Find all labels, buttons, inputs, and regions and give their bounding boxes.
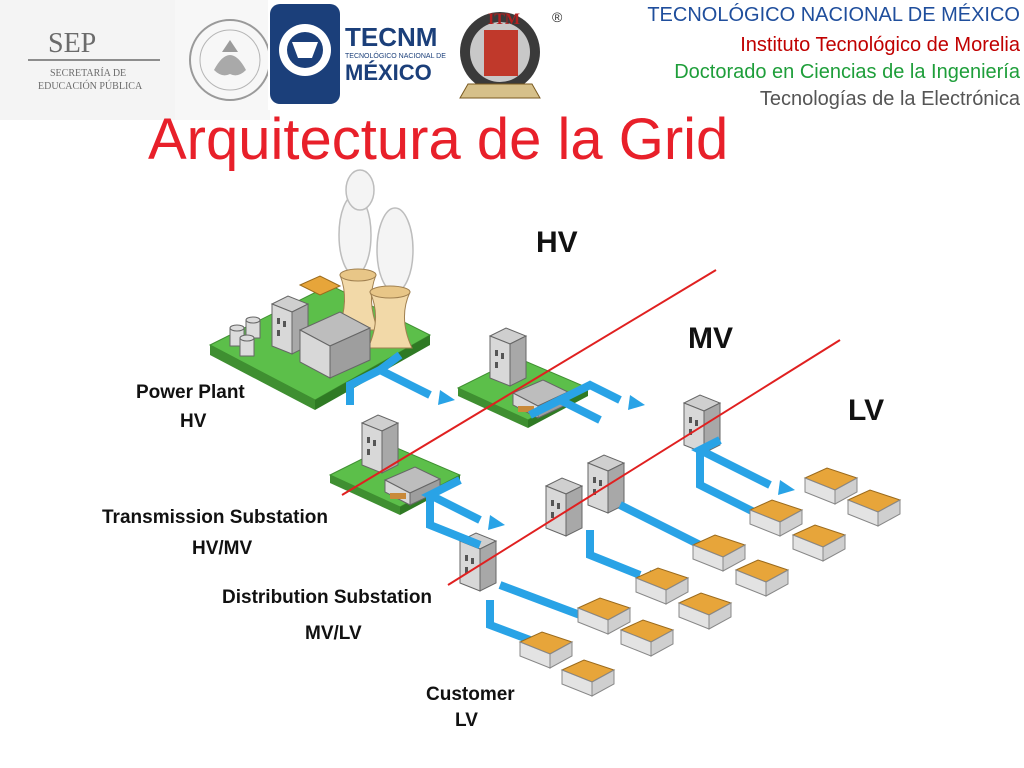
stage-transmission-voltage: HV/MV	[192, 538, 253, 559]
sep-logo-subtext-1: SECRETARÍA DE	[50, 67, 126, 79]
power-plant-illustration	[208, 169, 432, 410]
campus-name: Instituto Tecnológico de Morelia	[740, 34, 1020, 56]
voltage-zone-hv: HV	[536, 226, 578, 259]
mv-lv-boundary-line	[447, 339, 841, 586]
smoke-clouds	[338, 169, 414, 293]
header-logos: SEP SECRETARÍA DE EDUCACIÓN PÚBLICA TECN…	[0, 0, 563, 120]
registered-mark: ®	[552, 9, 563, 25]
stage-customer-voltage: LV	[455, 710, 478, 731]
sep-logo-subtext-2: EDUCACIÓN PÚBLICA	[38, 80, 143, 92]
distribution-substation-tower	[587, 454, 625, 514]
grid-architecture-diagram: HV MV LV Power Plant HV Transmission Sub…	[102, 169, 901, 731]
stage-distribution-voltage: MV/LV	[305, 623, 362, 644]
voltage-zone-mv: MV	[688, 322, 733, 355]
hv-mv-boundary-line	[341, 269, 717, 496]
tecnm-logo-text: TECNM	[345, 22, 437, 52]
sep-logo: SEP SECRETARÍA DE EDUCACIÓN PÚBLICA	[0, 0, 175, 120]
area-name: Tecnologías de la Electrónica	[759, 88, 1020, 110]
sep-logo-text: SEP	[48, 28, 96, 59]
voltage-zone-lv: LV	[848, 394, 884, 427]
stage-customer-name: Customer	[426, 684, 515, 705]
stage-power-plant-name: Power Plant	[136, 382, 245, 403]
stage-power-plant-voltage: HV	[180, 411, 207, 432]
national-seal-logo	[175, 0, 271, 120]
slide-title: Arquitectura de la Grid	[148, 107, 729, 172]
distribution-substation-tower	[545, 477, 583, 537]
tecnm-logo-country: MÉXICO	[345, 60, 432, 85]
stage-transmission-name: Transmission Substation	[102, 507, 328, 528]
itm-logo: ITM ®	[459, 9, 563, 99]
itm-logo-text: ITM	[488, 11, 520, 28]
power-flow-arrows	[346, 351, 772, 644]
tecnm-logo: TECNM TECNOLÓGICO NACIONAL DE MÉXICO	[268, 0, 458, 110]
stage-distribution-name: Distribution Substation	[222, 587, 432, 608]
program-name: Doctorado en Ciencias de la Ingeniería	[674, 61, 1020, 83]
institution-name: TECNOLÓGICO NACIONAL DE MÉXICO	[647, 4, 1020, 26]
tecnm-logo-subtext: TECNOLÓGICO NACIONAL DE	[345, 51, 446, 60]
